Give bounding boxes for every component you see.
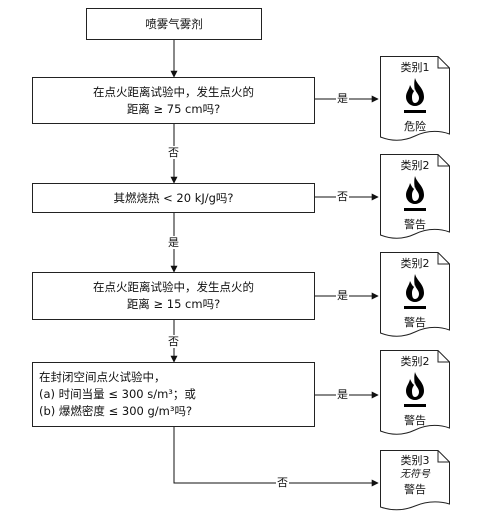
q3-line2: 距离 ≥ 15 cm吗? <box>126 297 221 311</box>
card2-title: 类别2 <box>400 159 430 172</box>
card1-title: 类别1 <box>400 61 430 74</box>
category-card-1: 类别1 危险 <box>380 56 450 144</box>
edge-label-q2-no: 否 <box>336 190 349 203</box>
card5-title: 类别3 <box>400 454 430 467</box>
card2-label: 警告 <box>404 218 426 231</box>
q4-line2: (a) 时间当量 ≤ 300 s/m³；或 <box>39 387 196 401</box>
arrow-q4-to-card5 <box>173 427 379 487</box>
card3-title: 类别2 <box>400 257 430 270</box>
category-card-4: 类别2 警告 <box>380 350 450 438</box>
card1-label: 危险 <box>404 120 426 133</box>
q4-line3: (b) 爆燃密度 ≤ 300 g/m³吗? <box>39 404 193 418</box>
edge-label-q4-no: 否 <box>276 476 289 489</box>
flame-icon <box>404 78 426 113</box>
edge-label-q4-yes: 是 <box>336 388 349 401</box>
q4-line1: 在封闭空间点火试验中， <box>39 370 166 384</box>
q1-line2: 距离 ≥ 75 cm吗? <box>126 101 221 116</box>
flame-icon <box>404 176 426 211</box>
edge-label-q1-yes: 是 <box>336 92 349 105</box>
category-card-5: 类别3 无符号 警告 <box>380 450 450 514</box>
card3-label: 警告 <box>404 316 426 329</box>
q1-line1: 在点火距离试验中，发生点火的 <box>93 84 254 99</box>
q2-line1: 其燃烧热 < 20 kJ/g吗? <box>113 190 234 205</box>
category-card-3: 类别2 警告 <box>380 252 450 340</box>
q3-line1: 在点火距离试验中，发生点火的 <box>93 280 254 294</box>
edge-label-q3-no: 否 <box>167 335 180 348</box>
edge-label-q3-yes: 是 <box>336 289 349 302</box>
question-box-4: 在封闭空间点火试验中， (a) 时间当量 ≤ 300 s/m³；或 (b) 爆燃… <box>32 362 315 427</box>
card-outline <box>380 450 450 511</box>
flame-icon <box>404 274 426 309</box>
start-label: 喷雾气雾剂 <box>145 16 203 31</box>
edge-label-q2-yes: 是 <box>167 236 180 249</box>
card4-title: 类别2 <box>400 355 430 368</box>
card5-signal-word: 警告 <box>404 483 426 496</box>
category-card-2: 类别2 警告 <box>380 154 450 242</box>
edge-label-q1-no: 否 <box>167 146 180 159</box>
flame-icon <box>404 372 426 407</box>
question-box-2: 其燃烧热 < 20 kJ/g吗? <box>32 183 315 213</box>
card4-label: 警告 <box>404 414 426 427</box>
start-box: 喷雾气雾剂 <box>86 8 262 40</box>
question-box-3: 在点火距离试验中，发生点火的 距离 ≥ 15 cm吗? <box>32 272 315 320</box>
card5-no-symbol-label: 无符号 <box>400 469 430 480</box>
question-box-1: 在点火距离试验中，发生点火的 距离 ≥ 75 cm吗? <box>32 77 315 124</box>
